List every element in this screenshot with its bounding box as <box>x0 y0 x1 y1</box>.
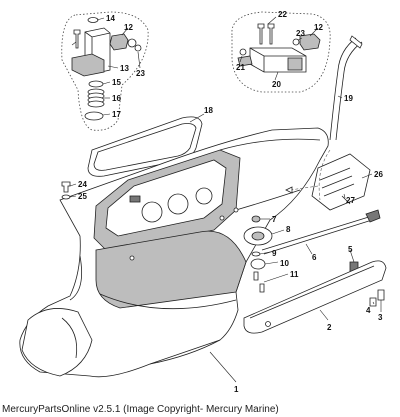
part-7-nut <box>251 215 261 223</box>
callout-9: 9 <box>272 249 277 258</box>
part-27-pin <box>341 195 351 205</box>
callout-23-left: 23 <box>136 69 145 78</box>
callout-3: 3 <box>378 313 383 322</box>
part-17-o-ring <box>84 111 104 121</box>
callout-25: 25 <box>78 192 87 201</box>
callout-2: 2 <box>327 323 332 332</box>
leader-lines <box>69 16 382 383</box>
callout-6: 6 <box>312 253 317 262</box>
callout-12-right: 12 <box>314 23 323 32</box>
part-25-washer <box>61 194 71 200</box>
callout-12-left: 12 <box>124 23 133 32</box>
part-16-spring <box>87 88 105 108</box>
callout-10: 10 <box>280 259 289 268</box>
callout-18: 18 <box>204 106 213 115</box>
part-12-fitting <box>109 33 129 51</box>
part-1-gearcase <box>19 127 329 378</box>
callout-1: 1 <box>234 385 239 394</box>
callout-15: 15 <box>112 78 121 87</box>
part-26-cover <box>311 153 371 211</box>
part-2-anode-plate <box>243 260 387 334</box>
part-14-washer <box>87 17 99 23</box>
callout-26: 26 <box>374 170 383 179</box>
part-11-screw <box>253 271 265 293</box>
callout-17: 17 <box>112 110 121 119</box>
callout-7: 7 <box>272 215 277 224</box>
callout-19: 19 <box>344 94 353 103</box>
callout-21: 21 <box>236 63 245 72</box>
callout-5: 5 <box>348 245 353 254</box>
callout-14: 14 <box>106 14 115 23</box>
part-6-shift-rod <box>261 215 373 255</box>
part-21-plug <box>239 48 247 56</box>
callout-22: 22 <box>278 10 287 19</box>
callout-20: 20 <box>272 80 281 89</box>
part-19-hose <box>329 37 363 141</box>
callout-16: 16 <box>112 94 121 103</box>
callout-11: 11 <box>290 270 299 279</box>
part-24-screw <box>61 181 71 193</box>
part-3-screw <box>377 289 385 301</box>
callout-27: 27 <box>346 196 355 205</box>
part-10-ring <box>250 258 266 270</box>
callout-24: 24 <box>78 180 87 189</box>
part-12-fitting-right <box>299 33 321 51</box>
part-15-washer <box>88 80 104 88</box>
copyright-caption: MercuryPartsOnline v2.5.1 (Image Copyrig… <box>2 404 279 415</box>
part-9-washer <box>251 251 261 257</box>
callout-numbers: 1 2 3 4 5 6 7 8 9 10 11 12 12 13 14 15 1… <box>78 10 383 394</box>
part-23-o-ring-left <box>134 44 142 52</box>
part-22-screws <box>257 23 275 45</box>
part-23-o-ring-right <box>292 38 300 46</box>
callout-23-right: 23 <box>296 29 305 38</box>
callout-8: 8 <box>286 225 291 234</box>
kit-outline-left <box>61 11 149 131</box>
callout-4: 4 <box>366 306 371 315</box>
part-10-screw <box>73 29 81 49</box>
callout-13: 13 <box>120 64 129 73</box>
